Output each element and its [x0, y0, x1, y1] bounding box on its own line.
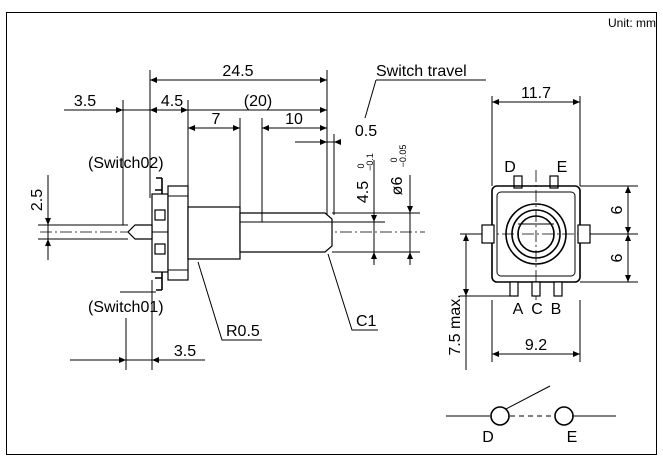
bushing-ring	[511, 209, 561, 259]
dim-flat-tol-upper: 0	[356, 163, 366, 168]
switch-lever	[505, 385, 551, 410]
bushing-ring-outer	[505, 203, 567, 265]
terminal-pad-lower	[154, 243, 166, 255]
switch01-label: (Switch01)	[88, 299, 164, 316]
dim-upper-half: 6	[609, 205, 626, 214]
switch-schematic: D E	[446, 385, 616, 446]
dim-max-height: 7.5 max.	[447, 294, 464, 355]
terminal-c-label: C	[531, 301, 543, 318]
terminal-block	[151, 193, 169, 273]
contact-e	[554, 406, 574, 426]
dim-bottom: 3.5	[174, 343, 196, 360]
terminal-e-label: E	[557, 159, 568, 176]
dim-shaft-length: (20)	[244, 93, 272, 110]
schematic-d-label: D	[482, 429, 494, 446]
dim-body-width: 3.5	[74, 93, 96, 110]
dim-shaft-diameter: ø6	[389, 177, 406, 196]
schematic-e-label: E	[567, 429, 578, 446]
pin-a	[509, 281, 519, 297]
terminal-b-label: B	[551, 301, 562, 318]
dim-left-height: 2.5	[29, 189, 46, 211]
mount-tab-right	[577, 224, 591, 244]
dim-shaft-tol-lower: −0.05	[398, 145, 408, 168]
switch-travel-value: 0.5	[355, 123, 377, 140]
bushing	[187, 206, 241, 260]
pin-c	[531, 281, 541, 297]
unit-label: Unit: mm	[608, 16, 656, 30]
body	[167, 185, 189, 281]
contact-d	[490, 406, 510, 426]
pin-b	[553, 281, 563, 297]
radius-label: R0.5	[226, 323, 260, 340]
switch01-lead	[155, 270, 163, 291]
switch02-label: (Switch02)	[88, 155, 164, 172]
front-view: D E A C B 11.7 6 6	[447, 85, 638, 370]
dim-flat: 4.5	[355, 181, 372, 203]
mount-tab-left	[481, 224, 495, 244]
shaft-ring	[517, 215, 555, 253]
dim-total-length: 24.5	[222, 63, 253, 80]
shaft	[239, 212, 333, 253]
switch-travel-label: Switch travel	[376, 63, 467, 80]
dim-bushing: 4.5	[161, 93, 183, 110]
dim-lower-half: 6	[609, 253, 626, 262]
terminal-pad-upper	[154, 209, 166, 221]
chamfer-label: C1	[356, 313, 377, 330]
dim-10: 10	[285, 111, 303, 128]
terminal-d-tab	[513, 175, 523, 189]
dim-front-width: 11.7	[521, 85, 551, 102]
dim-flat-tol-lower: −0.1	[365, 153, 375, 171]
switch02-lead	[155, 177, 163, 196]
terminal-e-tab	[549, 175, 559, 189]
rear-pin	[127, 224, 153, 240]
dim-shaft-tol-upper: 0	[389, 157, 399, 162]
terminal-a-label: A	[513, 301, 524, 318]
terminal-d-label: D	[504, 159, 516, 176]
side-view: 24.5 3.5 4.5 (20) 7 10 Switch travel 0.5…	[29, 63, 486, 370]
dim-pin-span: 9.2	[525, 337, 547, 354]
dim-7: 7	[212, 111, 221, 128]
